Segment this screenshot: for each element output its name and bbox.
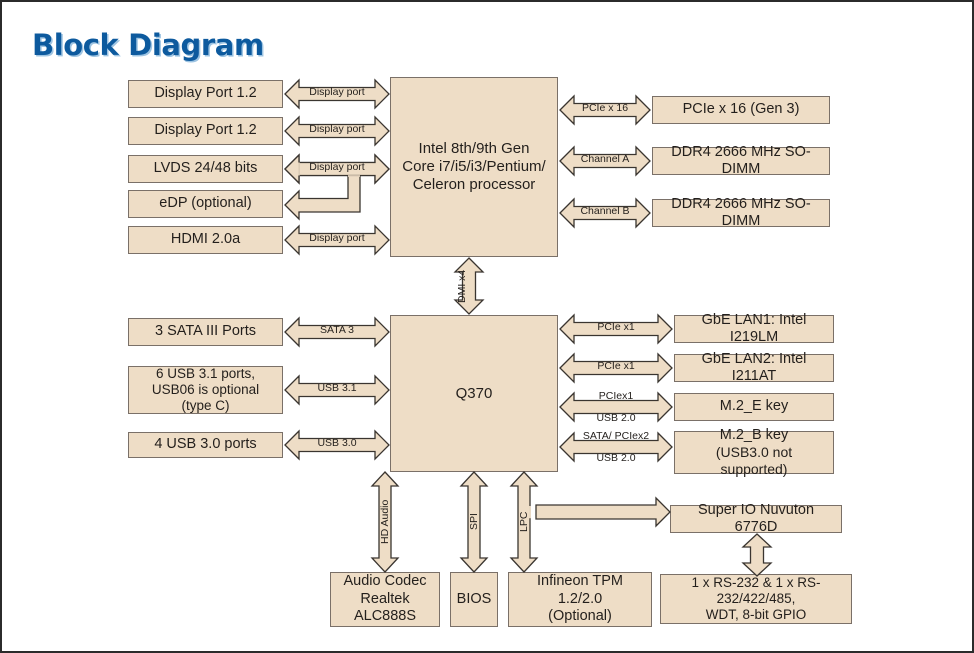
bus-arrow-sata3 [284,316,390,348]
bus-arrow-m2b [559,430,673,464]
block-tpm-line2: (Optional) [548,608,612,625]
block-sata-ports[interactable]: 3 SATA III Ports [128,318,283,346]
bus-label-pcie16: PCIe x 16 [581,102,629,114]
bus-label-lvds-edp: Display port [309,161,365,173]
bus-label-hd-audio: HD Audio [379,499,391,545]
bus-arrow-lpc [509,471,682,573]
block-usb31-line3: (type C) [181,398,230,414]
block-cpu-line1: Intel 8th/9th Gen [418,140,530,157]
bus-label-lan2: PCIe x1 [597,360,635,372]
block-display-port-1[interactable]: Display Port 1.2 [128,80,283,108]
bus-arrow-lvds-edp [284,153,390,221]
bus-arrow-superio-serial [741,533,773,577]
block-audio-line2: Realtek ALC888S [353,590,417,625]
bus-label-usb31: USB 3.1 [317,382,357,394]
block-serial-line1: 1 x RS-232 & 1 x RS-232/422/485, [691,574,821,606]
bus-arrow-pcie16 [559,94,651,126]
block-super-io[interactable]: Super IO Nuvuton 6776D [670,502,842,535]
block-cpu-line2: Core i7/i5/i3/Pentium/ [402,158,546,175]
block-tpm-line1: Infineon TPM 1.2/2.0 [537,573,623,607]
bus-label-usb30: USB 3.0 [317,437,357,449]
bus-arrow-dmi [453,257,485,315]
bus-arrow-usb30 [284,429,390,461]
block-usb31-ports[interactable]: 6 USB 3.1 ports, USB06 is optional (type… [128,366,283,414]
bus-arrow-hdmi [284,224,390,256]
block-gbe-lan2[interactable]: GbE LAN2: Intel I211AT [674,351,834,384]
block-bios[interactable]: BIOS [450,572,498,627]
bus-label-lpc: LPC [518,511,530,533]
bus-arrow-m2e [559,390,673,424]
block-m2-b-line2: (USB3.0 not supported) [715,444,793,478]
block-audio-codec[interactable]: Audio Codec Realtek ALC888S [330,572,440,627]
block-hdmi[interactable]: HDMI 2.0a [128,226,283,254]
block-pcie-x16[interactable]: PCIe x 16 (Gen 3) [652,96,830,124]
bus-arrow-usb31 [284,374,390,406]
block-tpm[interactable]: Infineon TPM 1.2/2.0 (Optional) [508,572,652,627]
bus-label-m2b-bottom: USB 2.0 [596,452,636,464]
block-usb30-ports[interactable]: 4 USB 3.0 ports [128,432,283,458]
block-ddr4-channel-a[interactable]: DDR4 2666 MHz SO-DIMM [652,144,830,177]
bus-label-channel-a: Channel A [580,153,630,165]
block-lvds[interactable]: LVDS 24/48 bits [128,155,283,183]
block-m2-e-key[interactable]: M.2_E key [674,393,834,421]
block-gbe-lan1[interactable]: GbE LAN1: Intel I219LM [674,312,834,345]
block-display-port-2[interactable]: Display Port 1.2 [128,117,283,145]
bus-label-spi: SPI [468,513,480,531]
bus-arrow-channel-a [559,145,651,177]
bus-label-dp2: Display port [309,123,365,135]
bus-label-m2e-top: PCIex1 [598,390,634,402]
block-cpu-line3: Celeron processor [412,176,536,193]
bus-label-dmi: DMI x4 [456,269,468,303]
bus-label-dp1: Display port [309,86,365,98]
block-m2-b-key[interactable]: M.2_B key (USB3.0 not supported) [674,427,834,477]
block-serial-line2: WDT, 8-bit GPIO [705,607,807,623]
block-usb31-line2: USB06 is optional [151,381,260,397]
bus-label-lan1: PCIe x1 [597,321,635,333]
bus-arrow-lan1 [559,313,673,345]
block-usb31-line1: 6 USB 3.1 ports, [155,365,256,381]
block-cpu[interactable]: Intel 8th/9th Gen Core i7/i5/i3/Pentium/… [390,77,558,257]
bus-arrow-spi [459,471,489,573]
block-edp[interactable]: eDP (optional) [128,190,283,218]
block-pch-q370[interactable]: Q370 [390,315,558,472]
bus-label-hdmi: Display port [309,232,365,244]
bus-arrow-channel-b [559,197,651,229]
page-title: Block Diagram [32,28,264,62]
bus-arrow-lan2 [559,352,673,384]
block-serial-gpio[interactable]: 1 x RS-232 & 1 x RS-232/422/485, WDT, 8-… [660,574,852,624]
bus-arrow-dp2 [284,115,390,147]
bus-arrow-dp1 [284,78,390,110]
bus-arrow-hd-audio [370,471,400,573]
bus-label-m2b-top: SATA/ PCIex2 [582,430,650,442]
bus-label-channel-b: Channel B [580,205,630,217]
bus-label-m2e-bottom: USB 2.0 [596,412,636,424]
bus-label-sata3: SATA 3 [319,324,355,336]
block-ddr4-channel-b[interactable]: DDR4 2666 MHz SO-DIMM [652,196,830,229]
block-audio-line1: Audio Codec [343,573,427,590]
block-m2-b-line1: M.2_B key [719,427,789,444]
